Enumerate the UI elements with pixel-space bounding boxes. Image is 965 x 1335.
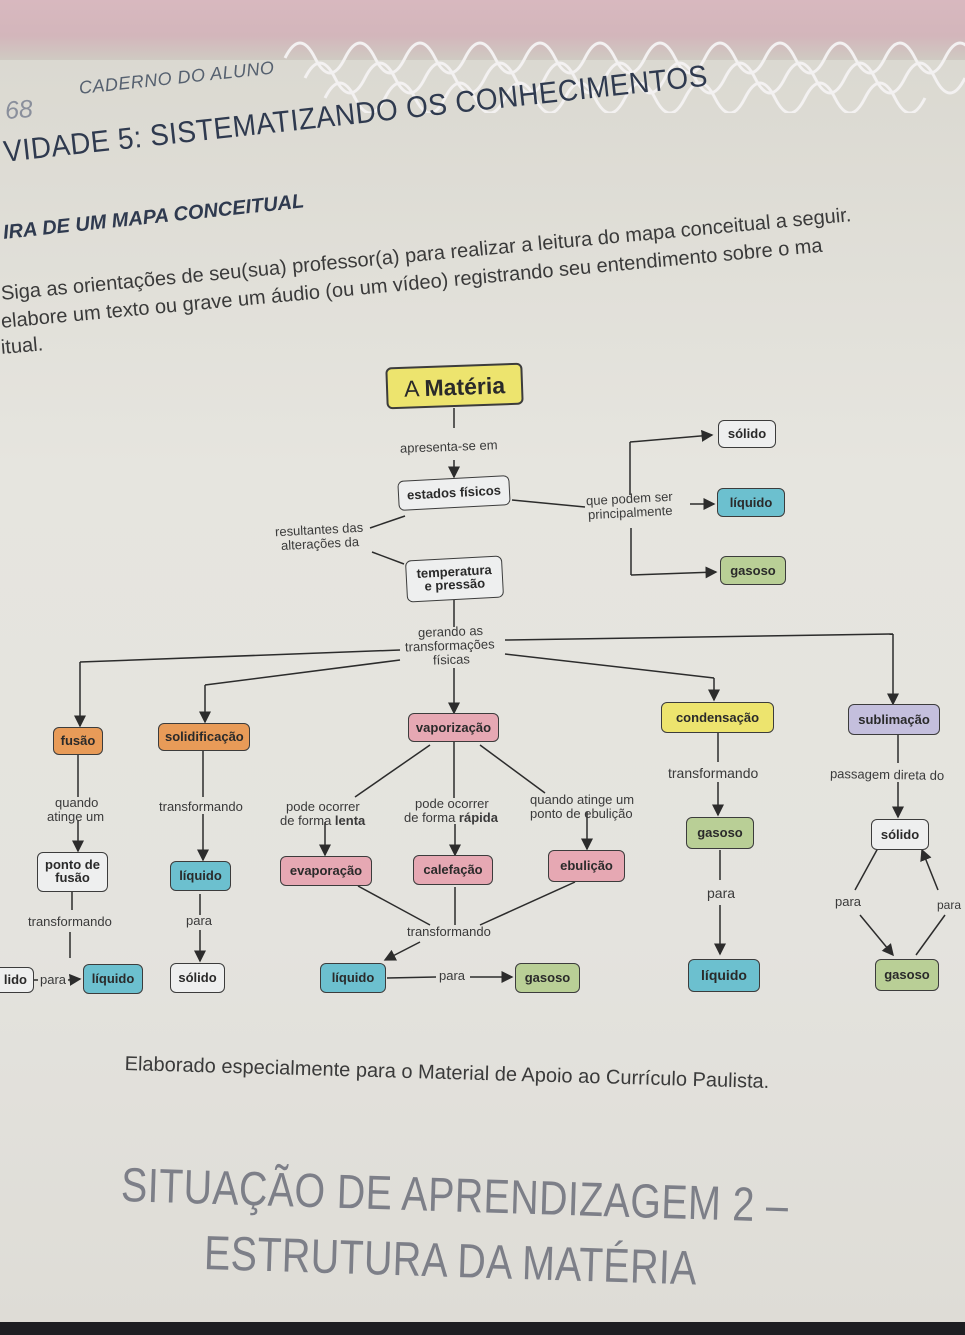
- node-gasoso-condensacao: gasoso: [686, 817, 754, 849]
- next-section-title-line1: SITUAÇÃO DE APRENDIZAGEM 2 –: [120, 1158, 790, 1233]
- label-quando-atinge-um: quando atinge um: [530, 792, 635, 807]
- node-solido-solidificacao: sólido: [170, 963, 225, 993]
- section-title: IRA DE UM MAPA CONCEITUAL: [2, 190, 306, 244]
- node-gasoso-sublimacao: gasoso: [875, 959, 939, 991]
- node-gasoso-top: gasoso: [720, 556, 786, 585]
- label-para-vaporizacao: para: [439, 968, 466, 983]
- book-name: CADERNO DO ALUNO: [78, 57, 276, 98]
- node-calefacao: calefação: [413, 855, 493, 885]
- label-para-fusao: para: [40, 972, 67, 987]
- label-quando: quando: [55, 795, 99, 810]
- label-pode-ocorrer-lenta-2: de forma lenta: [280, 814, 365, 828]
- label-rapida: rápida: [458, 810, 498, 825]
- label-transformando-condensacao: transformando: [668, 765, 759, 781]
- node-liquido-top: líquido: [717, 488, 785, 517]
- node-ponto-de-fusao: ponto de fusão: [37, 852, 108, 892]
- concept-map-connectors: [34, 408, 946, 986]
- label-para-sublimacao-right: para: [937, 898, 962, 912]
- node-a-materia-prefix: A: [403, 375, 425, 402]
- figure-caption: Elaborado especialmente para o Material …: [124, 1053, 770, 1093]
- node-temperatura-pressao: temperatura e pressão: [404, 555, 505, 603]
- node-solido-left: lido: [0, 967, 34, 993]
- next-section-title-line2: ESTRUTURA DA MATÉRIA: [203, 1226, 698, 1296]
- node-liquido-vaporizacao: líquido: [320, 963, 386, 993]
- node-sublimacao: sublimação: [848, 704, 940, 735]
- label-pode-ocorrer-rapida-2: de forma rápida: [404, 811, 498, 825]
- label-transformando-fusao: transformando: [28, 914, 112, 929]
- decorative-pattern: [283, 41, 965, 113]
- node-evaporacao: evaporação: [280, 856, 372, 886]
- node-ponto-de-line: ponto de: [45, 857, 100, 872]
- node-vaporizacao: vaporização: [408, 713, 499, 742]
- concept-map: A Matéria apresenta-se em estados físico…: [0, 350, 965, 1050]
- label-passagem-direta-do: passagem direta do: [829, 766, 945, 783]
- node-condensacao: condensação: [661, 702, 774, 733]
- label-ponto-de-ebulicao: ponto de ebulição: [530, 806, 633, 821]
- label-de-forma: de forma: [280, 813, 335, 828]
- node-liquido-fusao: líquido: [83, 964, 143, 994]
- node-estados-fisicos: estados físicos: [397, 475, 511, 511]
- label-para-sublimacao-left: para: [835, 894, 862, 909]
- node-gasoso-vaporizacao: gasoso: [515, 963, 580, 993]
- node-a-materia-bold: Matéria: [424, 372, 506, 402]
- label-fisicas: físicas: [432, 651, 471, 668]
- page-top-background: [0, 0, 965, 60]
- label-transformando-vaporizacao: transformando: [407, 924, 491, 939]
- label-lenta: lenta: [334, 813, 366, 828]
- label-pode-ocorrer-rapida-1: pode ocorrer: [415, 796, 489, 811]
- label-pode-ocorrer-lenta-1: pode ocorrer: [286, 799, 360, 814]
- label-de-forma: de forma: [404, 810, 459, 825]
- label-para-solidificacao: para: [186, 913, 213, 928]
- page-bottom-edge: [0, 1322, 965, 1335]
- node-solido-top: sólido: [718, 420, 776, 448]
- node-liquido-solidificacao: líquido: [170, 861, 231, 891]
- label-transformando-solidificacao: transformando: [159, 799, 243, 814]
- node-fusao-line: fusão: [55, 870, 90, 885]
- node-solidificacao: solidificação: [158, 723, 250, 751]
- page-number: 68: [3, 94, 34, 126]
- node-ebulicao: ebulição: [548, 850, 625, 882]
- node-pressao-line: e pressão: [424, 575, 486, 594]
- label-para-condensacao: para: [707, 885, 736, 901]
- label-atinge-um: atinge um: [47, 809, 105, 824]
- node-liquido-condensacao: líquido: [688, 959, 760, 992]
- node-solido-sublimacao: sólido: [871, 819, 929, 850]
- node-fusao: fusão: [53, 727, 103, 755]
- node-a-materia: A Matéria: [385, 362, 524, 410]
